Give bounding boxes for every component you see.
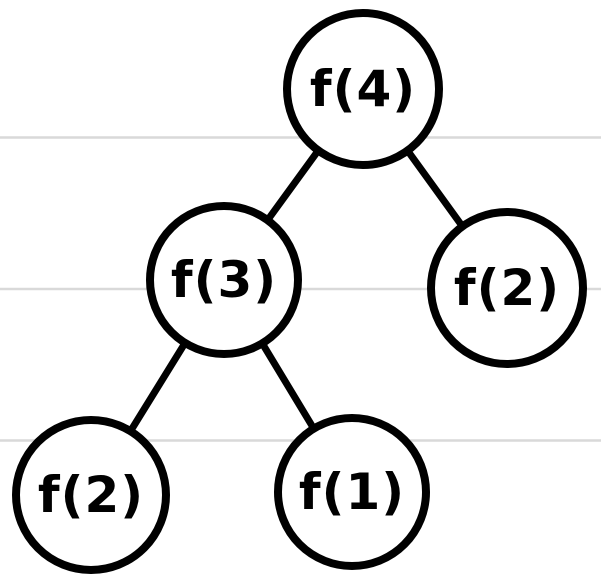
tree-node-f1: f(1)	[274, 414, 430, 570]
tree-node-f4: f(4)	[283, 9, 443, 169]
tree-node-circle-f2-right	[427, 208, 587, 368]
tree-node-f3: f(3)	[146, 202, 302, 358]
tree-node-circle-f2-left	[12, 416, 170, 574]
tree-node-label-f2-right: f(2)	[454, 259, 560, 317]
tree-node-circle-f1	[274, 414, 430, 570]
tree-node-label-f4: f(4)	[310, 60, 416, 118]
tree-node-label-f1: f(1)	[299, 463, 405, 521]
tree-node-f2-left: f(2)	[12, 416, 170, 574]
tree-node-circle-f3	[146, 202, 302, 358]
tree-node-label-f3: f(3)	[171, 251, 277, 309]
tree-node-circle-f4	[283, 9, 443, 169]
tree-node-label-f2-left: f(2)	[38, 466, 144, 524]
tree-node-f2-right: f(2)	[427, 208, 587, 368]
